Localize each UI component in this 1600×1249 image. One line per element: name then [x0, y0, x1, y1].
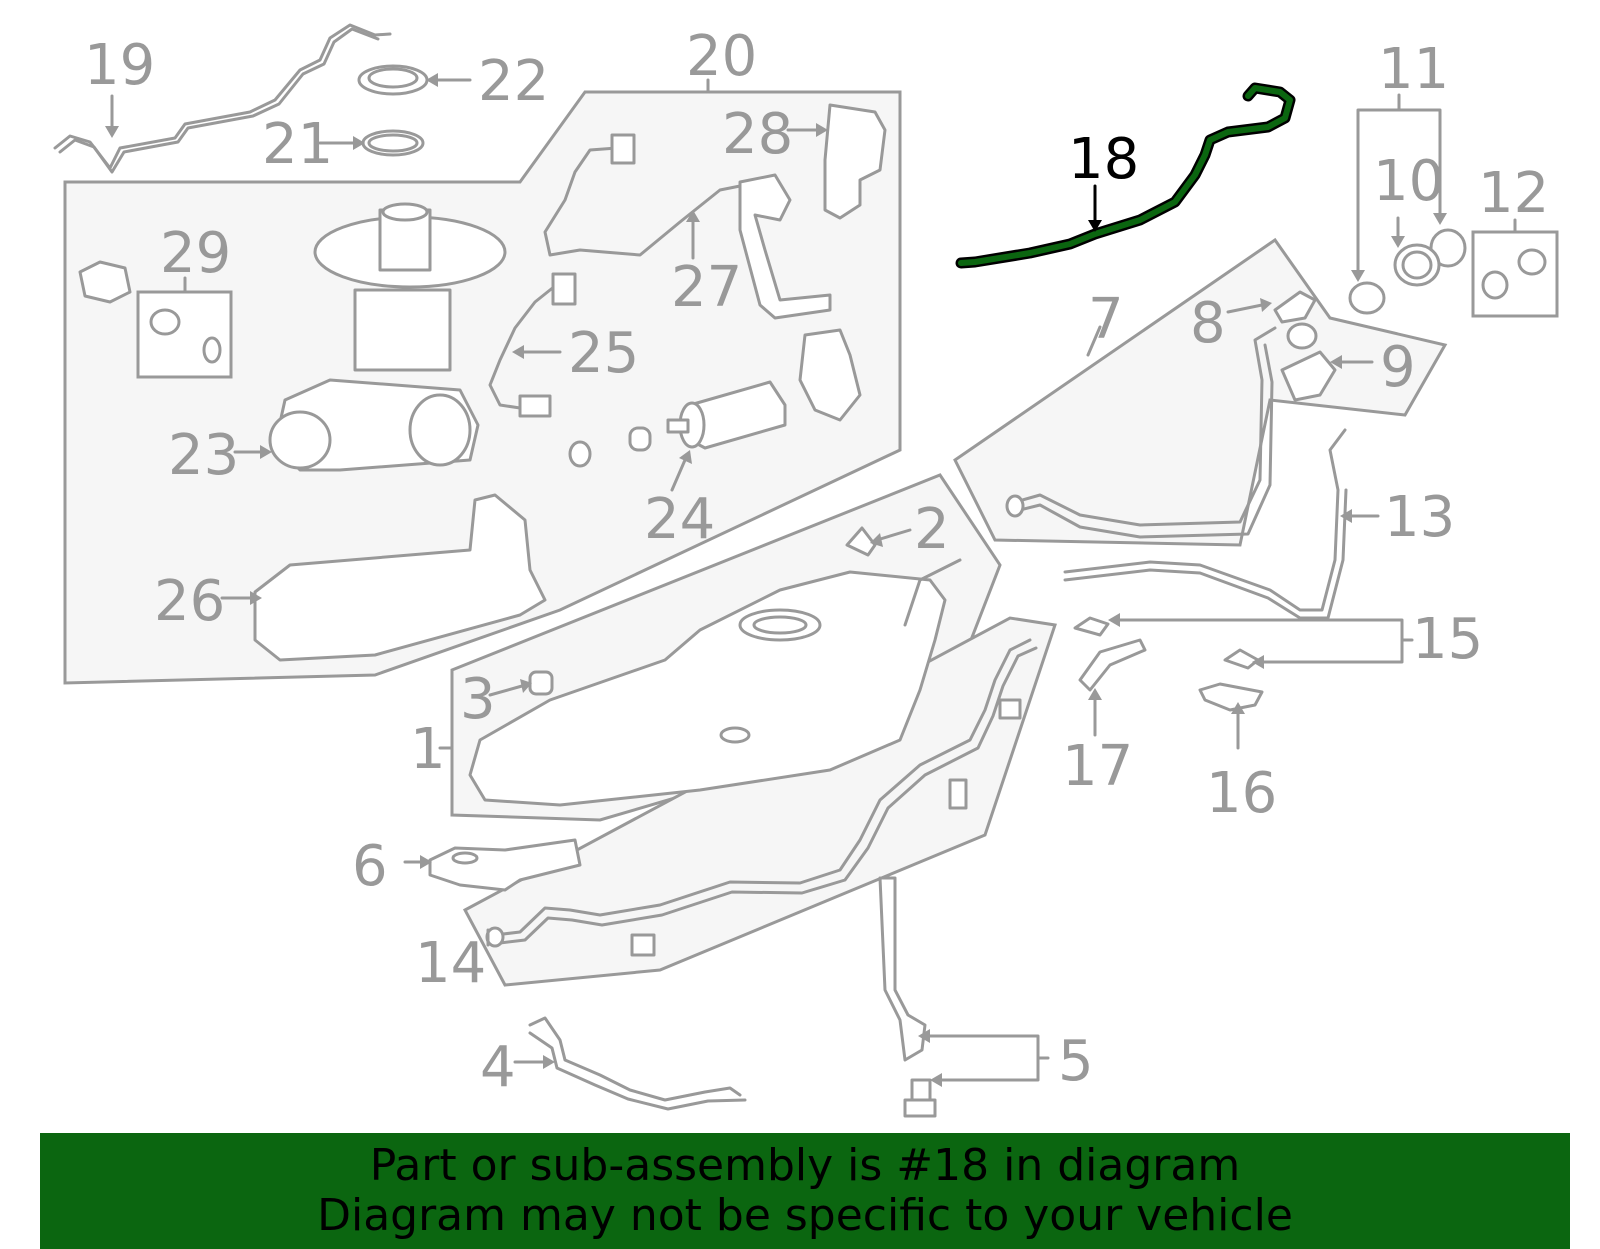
- part-1-fuel-tank: [468, 558, 962, 807]
- part-5-bolt-head: [903, 1098, 937, 1118]
- part-8-clip: [1273, 290, 1317, 324]
- part-23-pump-module: [268, 202, 507, 472]
- callout-3: 3: [460, 667, 496, 732]
- part-11-seal-a: [1348, 281, 1386, 315]
- part-26-tray: [253, 493, 547, 662]
- part-28-bracket: [823, 103, 887, 220]
- callout-17: 17: [1062, 734, 1133, 799]
- callout-21: 21: [262, 112, 333, 177]
- part-9-cap: [1286, 322, 1318, 350]
- part-5-strap: [878, 876, 927, 1062]
- group-12-box: [1471, 230, 1559, 318]
- part-9-bracket: [1280, 350, 1337, 402]
- callout-labels: 19 22 21 20 28 29 27 25 23 24 26 2 3 1 7…: [84, 24, 1549, 1100]
- callout-29: 29: [160, 221, 231, 286]
- part-14-clip-b: [998, 698, 1022, 720]
- part-7-pipe-end: [1005, 494, 1025, 518]
- highlight-banner: Part or sub-assembly is #18 in diagram D…: [40, 1133, 1570, 1249]
- part-29-valve: [149, 308, 181, 336]
- part-25-wire: [488, 280, 562, 410]
- banner-line-1: Part or sub-assembly is #18 in diagram: [369, 1140, 1241, 1191]
- part-15-clip-b: [1223, 648, 1260, 670]
- part-18-tube: [958, 85, 1293, 266]
- part-17-clip: [1078, 638, 1147, 692]
- leader-18-arrow: [1088, 220, 1102, 232]
- part-14-clip-a: [630, 933, 656, 957]
- leader-lines: [105, 73, 1517, 1087]
- group-29-box: [136, 290, 233, 379]
- part-15-clip-a: [1073, 616, 1110, 637]
- callout-25: 25: [568, 321, 639, 386]
- part-3-cushion: [528, 670, 554, 696]
- part-7-filler-pipe-2: [1010, 343, 1274, 539]
- callout-7: 7: [1088, 287, 1124, 352]
- part-24-bracket: [798, 328, 862, 422]
- callout-22: 22: [478, 49, 549, 114]
- callout-5: 5: [1058, 1029, 1094, 1094]
- part-12-ring: [1481, 270, 1509, 300]
- part-14-clip-c: [948, 778, 968, 810]
- part-14-hose-2: [498, 646, 1038, 945]
- callout-13: 13: [1384, 485, 1455, 550]
- part-4-strap-2: [528, 1031, 747, 1111]
- callout-20: 20: [686, 24, 757, 89]
- part-29-oring: [202, 336, 222, 364]
- part-25-connector: [551, 272, 577, 306]
- callout-19: 19: [84, 33, 155, 98]
- callout-28: 28: [722, 102, 793, 167]
- part-19-tube-inner: [58, 27, 380, 174]
- part-2-clip: [845, 526, 877, 557]
- part-14-hose: [493, 638, 1032, 937]
- group-7-box: [953, 237, 1448, 547]
- part-16-clip: [1198, 682, 1264, 712]
- part-27-sender: [738, 173, 832, 320]
- group-20-box: [63, 90, 902, 685]
- part-4-strap: [528, 1016, 742, 1102]
- callout-14: 14: [415, 931, 486, 996]
- callout-6: 6: [352, 834, 388, 899]
- callout-10: 10: [1373, 149, 1444, 214]
- callout-18: 18: [1068, 127, 1139, 192]
- callout-1: 1: [410, 717, 446, 782]
- part-13-strap-2: [1063, 488, 1348, 620]
- part-10-grommet-inner: [1401, 250, 1433, 280]
- callout-27: 27: [671, 255, 742, 320]
- callout-9: 9: [1380, 335, 1416, 400]
- part-21-ring-inner: [367, 133, 419, 153]
- callout-11: 11: [1378, 37, 1449, 102]
- part-7-filler-pipe: [1010, 326, 1277, 527]
- callout-12: 12: [1478, 161, 1549, 226]
- banner-line-2: Diagram may not be specific to your vehi…: [317, 1190, 1293, 1241]
- part-6-hole: [451, 851, 479, 865]
- part-clip-left: [78, 260, 132, 304]
- part-24-fuel-pump: [568, 380, 787, 468]
- part-12-cap: [1517, 248, 1547, 276]
- part-13-strap: [1063, 428, 1347, 612]
- part-22-ring-inner: [367, 67, 419, 89]
- callout-26: 26: [154, 569, 225, 634]
- part-5-bolt: [910, 1078, 932, 1102]
- callout-16: 16: [1206, 761, 1277, 826]
- callout-2: 2: [914, 497, 950, 562]
- callout-8: 8: [1190, 291, 1226, 356]
- callout-15: 15: [1412, 607, 1483, 672]
- part-25-connector-2: [518, 394, 552, 418]
- callout-4: 4: [480, 1035, 516, 1100]
- callout-23: 23: [168, 423, 239, 488]
- callout-24: 24: [644, 487, 715, 552]
- part-27-connector: [610, 133, 636, 165]
